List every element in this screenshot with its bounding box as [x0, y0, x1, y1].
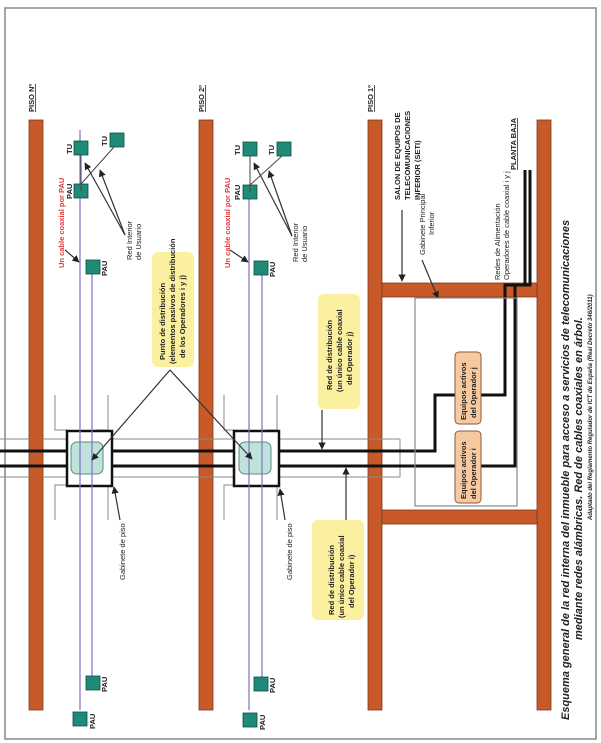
outer-frame — [4, 7, 597, 740]
label-equipos-i-1: Equipos activos — [459, 441, 468, 499]
callout-punto-3: de los Operadores i y j) — [178, 275, 187, 358]
label-redes-alim-1: Redes de Alimentación — [493, 203, 502, 280]
label-gabinete-piso-n: Gabinete de piso — [118, 523, 127, 580]
callout-red-distribucion-i — [312, 520, 364, 620]
callout-red-i-2: (un único cable coaxial — [337, 535, 346, 618]
slab-planta-baja — [536, 119, 552, 711]
gabinete-piso-2 — [223, 190, 281, 710]
tu-2-2 — [276, 141, 292, 157]
seti-wall-bottom — [381, 509, 538, 525]
label-pau-n-bottom: PAU — [88, 714, 97, 729]
callout-punto-distribucion — [152, 252, 194, 367]
label-equipos-i-2: del Operador i — [469, 448, 478, 499]
callout-red-j-2: (un único cable coaxial — [335, 309, 344, 392]
label-pau-n-mid: PAU — [100, 261, 109, 276]
label-tu-n-1: TU — [65, 144, 74, 154]
label-pau-2-top: PAU — [233, 185, 242, 200]
gabinete-principal — [414, 297, 518, 507]
label-tu-2-2: TU — [267, 145, 276, 155]
label-gabinete-principal-2: Inferior — [427, 211, 436, 235]
label-gabinete-principal-1: Gabinete Principal — [418, 193, 427, 255]
label-redes-alim-2: Operadores de cable coaxial i y j — [502, 171, 511, 280]
pau-2-mid — [253, 260, 269, 276]
title-source: Adaptado del Reglamento Regulador de ICT… — [588, 294, 594, 521]
equipos-operador-j — [454, 351, 482, 425]
tu-n-1 — [73, 140, 89, 156]
label-seti-3: INFERIOR (SETI) — [413, 140, 422, 200]
floor-label-piso-n: PISO Nº — [27, 84, 36, 112]
seti-wall-top — [381, 282, 538, 298]
tu-2-1 — [242, 141, 258, 157]
label-cable-por-pau-n: Un cable coaxial por PAU — [57, 178, 66, 268]
label-seti-1: SALON DE EQUIPOS DE — [393, 112, 402, 200]
pau-n-bottom — [72, 711, 88, 727]
label-seti-2: TELECOMUNICACIONES — [403, 111, 412, 200]
pau-2-bottom — [242, 712, 258, 728]
punto-distribucion-n — [70, 441, 104, 475]
gabinete-piso-n — [54, 130, 114, 710]
callout-red-j-3: del Operador j) — [345, 331, 354, 385]
label-tu-2-1: TU — [233, 145, 242, 155]
punto-distribucion-2 — [238, 441, 272, 475]
label-red-interior-n-1: Red Interior — [125, 220, 134, 260]
pau-2-low — [253, 676, 269, 692]
label-red-interior-2-2: de Usuario — [300, 226, 309, 262]
label-gabinete-piso-2: Gabinete de piso — [285, 523, 294, 580]
slab-piso-1 — [367, 119, 383, 711]
floor-label-piso-1: PISO 1º — [366, 85, 375, 112]
callout-red-i-3: del Operador i) — [347, 554, 356, 608]
title-line-2: mediante redes alámbricas. Red de cables… — [573, 317, 585, 640]
pau-n-low — [85, 675, 101, 691]
floor-label-planta-baja: PLANTA BAJA — [509, 117, 518, 170]
slab-piso-2 — [198, 119, 214, 711]
pau-n-mid — [85, 259, 101, 275]
label-pau-2-mid: PAU — [268, 262, 277, 277]
label-pau-n-low: PAU — [100, 677, 109, 692]
terminals — [72, 132, 292, 728]
label-pau-2-bottom: PAU — [258, 715, 267, 730]
equipos-operador-i — [454, 430, 482, 504]
slab-piso-n — [28, 119, 44, 711]
title-line-1: Esquema general de la red interna del in… — [560, 220, 572, 720]
callout-red-distribucion-j — [318, 294, 360, 409]
callout-red-j-1: Red de distribución — [325, 320, 334, 390]
label-tu-n-2: TU — [100, 136, 109, 146]
callout-punto-1: Punto de distribución — [158, 283, 167, 360]
callout-red-i-1: Red de distribución — [327, 545, 336, 615]
label-equipos-j-2: del Operador j — [469, 367, 478, 418]
callout-punto-2: (elementos pasivos de distribución — [168, 238, 177, 364]
floor-label-piso-2: PISO 2º — [197, 85, 206, 112]
label-red-interior-n-2: de Usuario — [134, 224, 143, 260]
label-pau-n-top: PAU — [65, 184, 74, 199]
label-red-interior-2-1: Red Interior — [291, 222, 300, 262]
label-equipos-j-1: Equipos activos — [459, 362, 468, 420]
tu-n-2 — [109, 132, 125, 148]
label-pau-2-low: PAU — [268, 678, 277, 693]
label-cable-por-pau-2: Un cable coaxial por PAU — [223, 178, 232, 268]
